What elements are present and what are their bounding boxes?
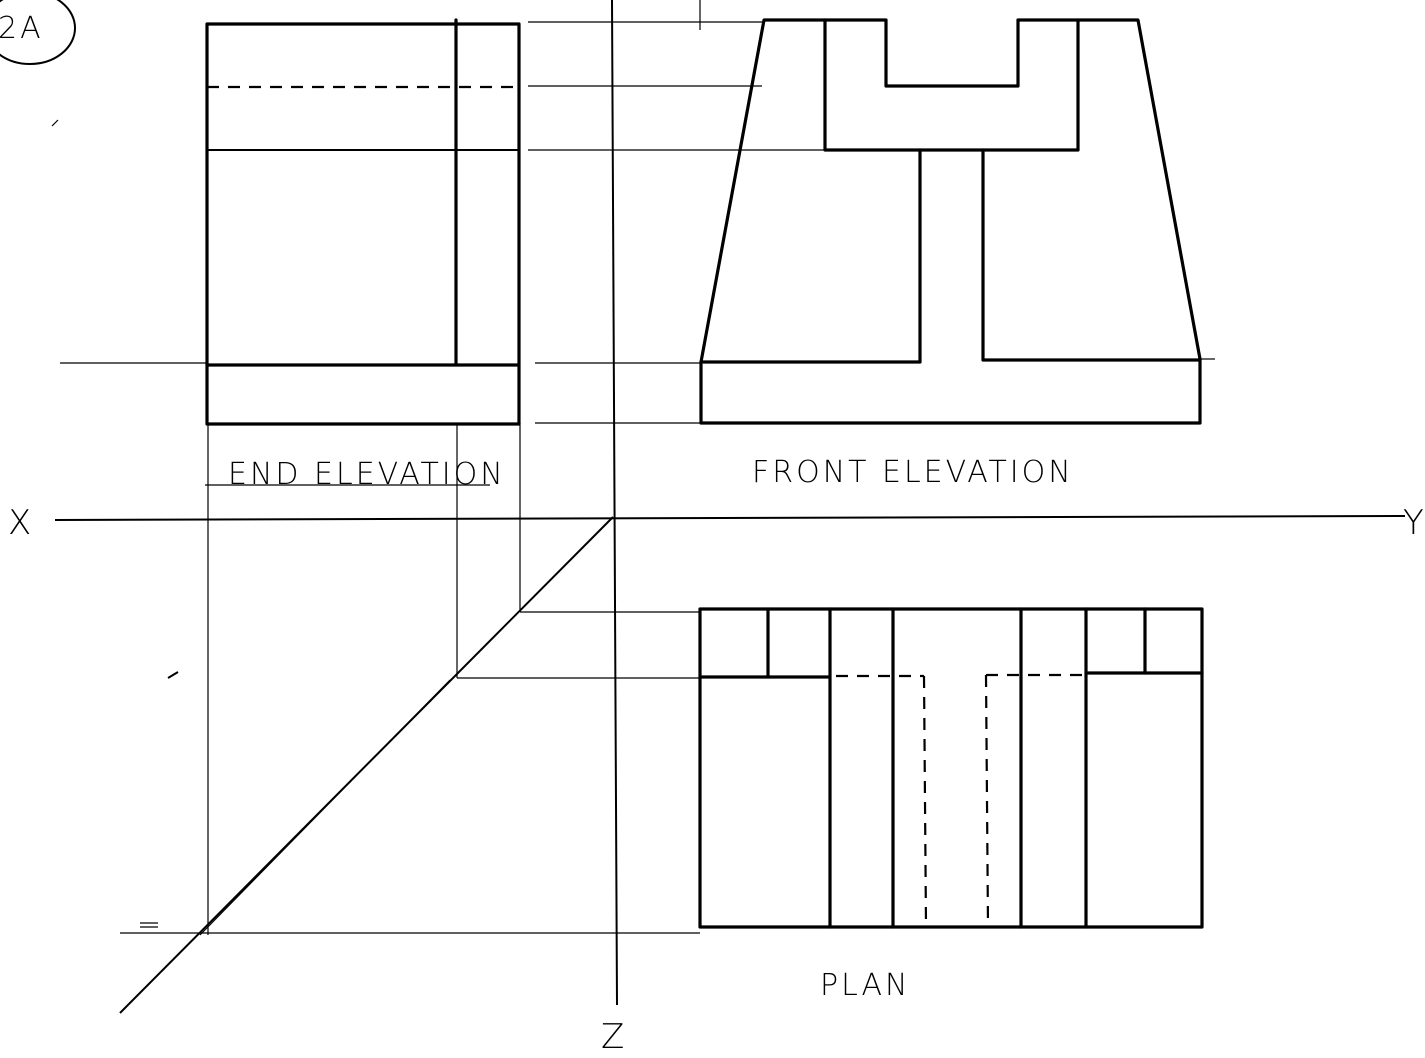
front-elevation-view: [699, 18, 1202, 425]
front-elevation-label: FRONT ELEVATION: [752, 455, 1074, 490]
question-number: 2A: [0, 11, 44, 46]
question-number-badge: 2A: [0, 0, 76, 65]
z-axis-label: Z: [601, 1017, 624, 1057]
plan-view: [698, 607, 1204, 929]
end-elevation-label: END ELEVATION: [228, 457, 506, 492]
x-axis-label: X: [8, 503, 31, 543]
plan-label: PLAN: [820, 968, 910, 1003]
projection-lines: [60, 0, 1215, 935]
z-vertical-line: [611, 0, 618, 1006]
stray-marks: [51, 119, 179, 928]
xy-reference-line: [54, 515, 1406, 521]
y-axis-label: Y: [1403, 503, 1424, 543]
end-elevation-view: [205, 18, 521, 426]
mitre-line-guide: [199, 679, 451, 936]
